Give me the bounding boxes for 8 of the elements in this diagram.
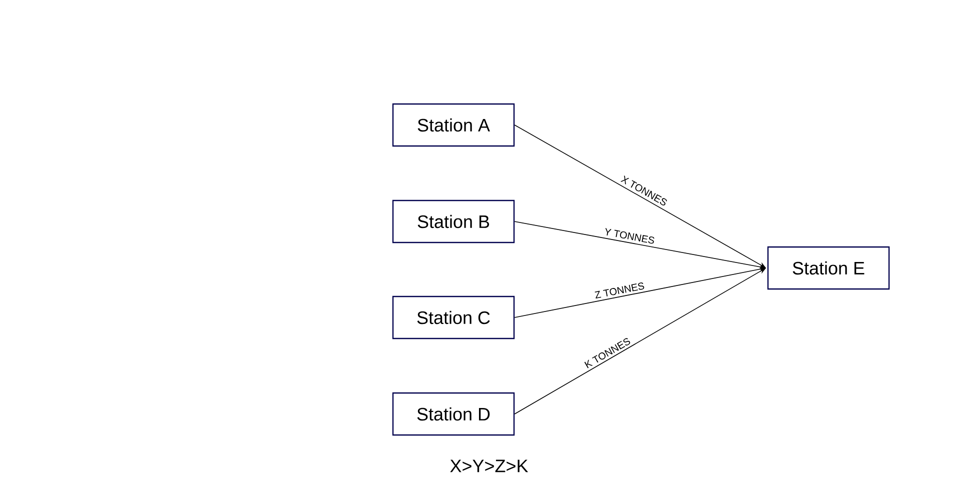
edge-label: Y TONNES [605, 228, 654, 244]
note-text: X>Y>Z>K [450, 460, 528, 472]
edge-label: Z TONNES [594, 282, 644, 298]
station-box: Station D [392, 392, 515, 436]
station-box: Station E [767, 246, 890, 290]
station-box: Station C [392, 296, 515, 340]
station-box: Station B [392, 200, 515, 244]
station-box: Station A [392, 103, 515, 147]
